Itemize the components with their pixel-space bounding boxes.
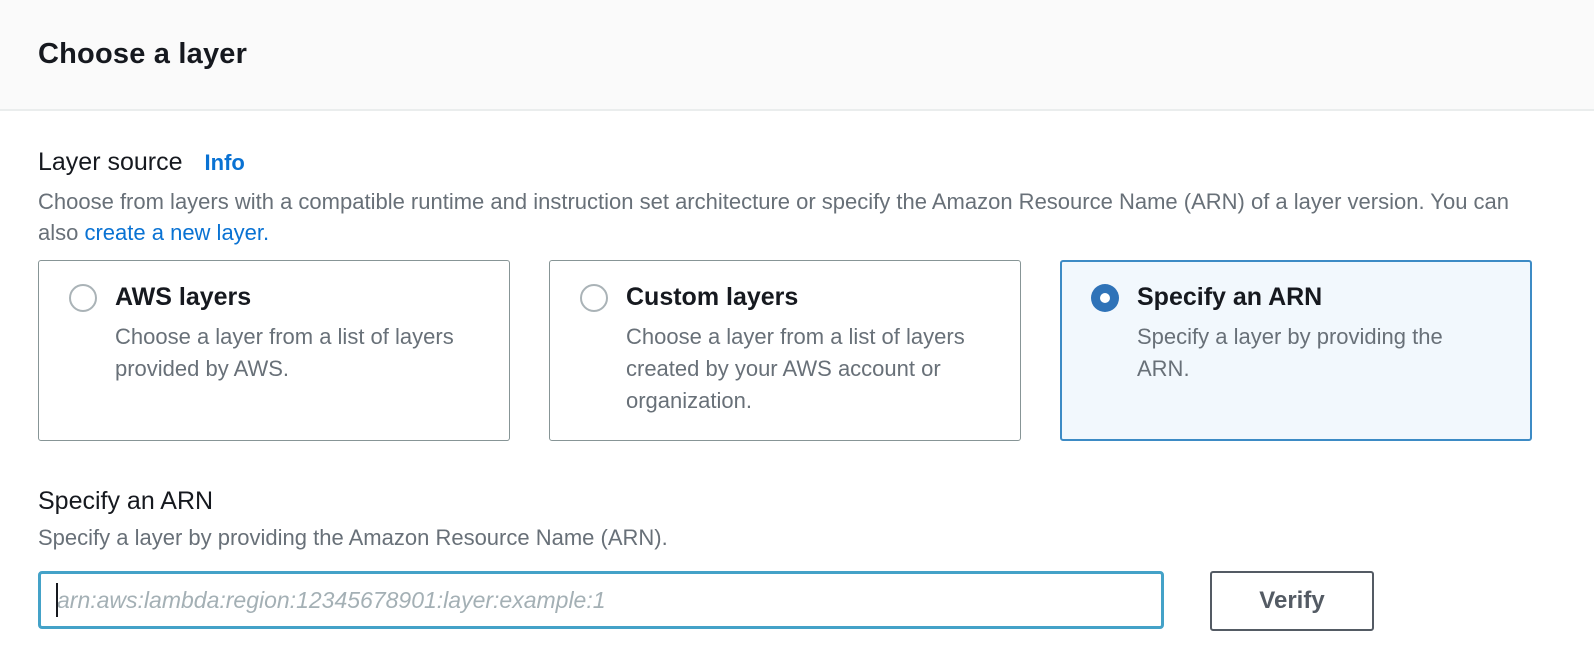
card-title-row: Custom layers: [580, 283, 996, 312]
specify-arn-description: Specify a layer by providing the Amazon …: [38, 525, 668, 550]
choose-layer-panel: Layer source Info Choose from layers wit…: [0, 111, 1594, 631]
radio-card-custom-layers[interactable]: Custom layers Choose a layer from a list…: [549, 260, 1021, 441]
create-new-layer-link[interactable]: create a new layer.: [84, 220, 270, 245]
specify-arn-section: Specify an ARN Specify a layer by provid…: [38, 487, 1556, 631]
card-title-row: Specify an ARN: [1091, 283, 1507, 312]
specify-arn-title: Specify an ARN: [38, 487, 214, 515]
card-description: Choose a layer from a list of layers cre…: [626, 324, 965, 413]
card-title: AWS layers: [115, 283, 252, 311]
radio-card-specify-arn[interactable]: Specify an ARN Specify a layer by provid…: [1060, 260, 1532, 441]
info-link[interactable]: Info: [204, 150, 245, 175]
layer-source-section: Layer source Info Choose from layers wit…: [38, 148, 1556, 441]
radio-unchecked-icon[interactable]: [69, 283, 97, 312]
card-title: Custom layers: [626, 283, 799, 311]
page-title: Choose a layer: [38, 38, 248, 70]
radio-checked-icon[interactable]: [1091, 283, 1119, 312]
card-title-row: AWS layers: [69, 283, 485, 312]
card-title: Specify an ARN: [1137, 283, 1323, 311]
layer-source-description: Choose from layers with a compatible run…: [38, 186, 1538, 248]
layer-source-description-text: Choose from layers with a compatible run…: [38, 189, 1510, 245]
arn-input[interactable]: [38, 571, 1164, 629]
arn-input-row: Verify: [38, 571, 1556, 631]
radio-unchecked-icon[interactable]: [580, 283, 608, 312]
layer-source-label-row: Layer source Info: [38, 148, 1556, 177]
arn-input-wrap: [38, 571, 1164, 629]
layer-source-label: Layer source: [38, 148, 183, 176]
verify-button[interactable]: Verify: [1210, 571, 1374, 631]
page-header: Choose a layer: [0, 0, 1594, 111]
layer-source-options: AWS layers Choose a layer from a list of…: [38, 260, 1556, 441]
text-caret: [56, 583, 58, 617]
card-description: Specify a layer by providing the ARN.: [1137, 324, 1443, 381]
radio-card-aws-layers[interactable]: AWS layers Choose a layer from a list of…: [38, 260, 510, 441]
card-description: Choose a layer from a list of layers pro…: [115, 324, 454, 381]
